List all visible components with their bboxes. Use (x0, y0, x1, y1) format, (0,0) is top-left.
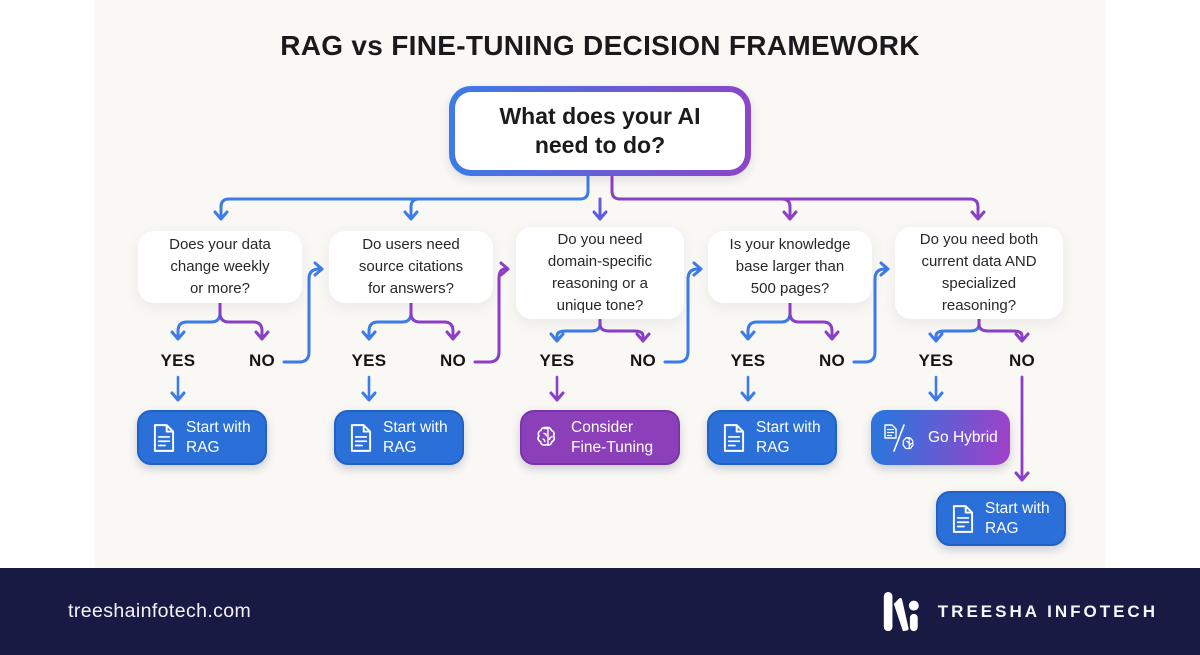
brand-name: TREESHA INFOTECH (937, 601, 1158, 621)
result-label: Start with RAG (383, 418, 448, 456)
result-box-start-rag-4: Start with RAG (936, 491, 1066, 546)
document-icon (151, 423, 177, 453)
result-box-start-rag-3: Start with RAG (707, 410, 837, 465)
brain-icon (534, 424, 562, 452)
website-url: treeshainfotech.com (68, 600, 252, 622)
brand-lockup: TREESHA INFOTECH (882, 568, 1158, 655)
question-box-2: Do users need source citations for answe… (329, 231, 493, 303)
no-label-2: NO (439, 351, 467, 370)
document-icon (348, 423, 374, 453)
yes-label-4: YES (730, 351, 766, 370)
document-icon (950, 504, 976, 534)
question-text-5: Do you need both current data AND specia… (919, 231, 1039, 314)
question-text-4: Is your knowledge base larger than 500 p… (729, 236, 851, 297)
result-box-go-hybrid: Go Hybrid (871, 410, 1010, 465)
result-label: Go Hybrid (928, 428, 998, 446)
document-icon (721, 423, 747, 453)
result-box-fine-tuning: Consider Fine-Tuning (520, 410, 680, 465)
result-label: Start with RAG (985, 499, 1050, 537)
result-label: Start with RAG (186, 418, 251, 456)
result-box-start-rag-2: Start with RAG (334, 410, 464, 465)
no-label-4: NO (818, 351, 846, 370)
question-text-3: Do you need domain-specific reasoning or… (547, 231, 653, 314)
no-label-5: NO (1008, 351, 1036, 370)
question-box-1: Does your data change weekly or more? (138, 231, 302, 303)
question-text-2: Do users need source citations for answe… (358, 236, 464, 297)
result-label: Start with RAG (756, 418, 821, 456)
question-box-5: Do you need both current data AND specia… (895, 227, 1063, 319)
result-label: Consider Fine-Tuning (571, 418, 654, 456)
root-question-inner: What does your AI need to do? (455, 92, 745, 170)
hybrid-doc-brain-icon (883, 423, 919, 453)
yes-label-2: YES (351, 351, 387, 370)
no-label-3: NO (629, 351, 657, 370)
no-label-1: NO (248, 351, 276, 370)
treesha-logo-icon (882, 588, 922, 636)
root-question-box: What does your AI need to do? (449, 86, 751, 176)
question-text-1: Does your data change weekly or more? (169, 236, 271, 297)
question-box-3: Do you need domain-specific reasoning or… (516, 227, 684, 319)
yes-label-3: YES (539, 351, 575, 370)
question-box-4: Is your knowledge base larger than 500 p… (708, 231, 872, 303)
root-question-text: What does your AI need to do? (499, 103, 701, 158)
result-box-start-rag-1: Start with RAG (137, 410, 267, 465)
page-title: RAG vs FINE-TUNING DECISION FRAMEWORK (280, 30, 920, 61)
yes-label-1: YES (160, 351, 196, 370)
yes-label-5: YES (918, 351, 954, 370)
footer-bar: treeshainfotech.com TREESHA INFOTECH (0, 568, 1200, 655)
